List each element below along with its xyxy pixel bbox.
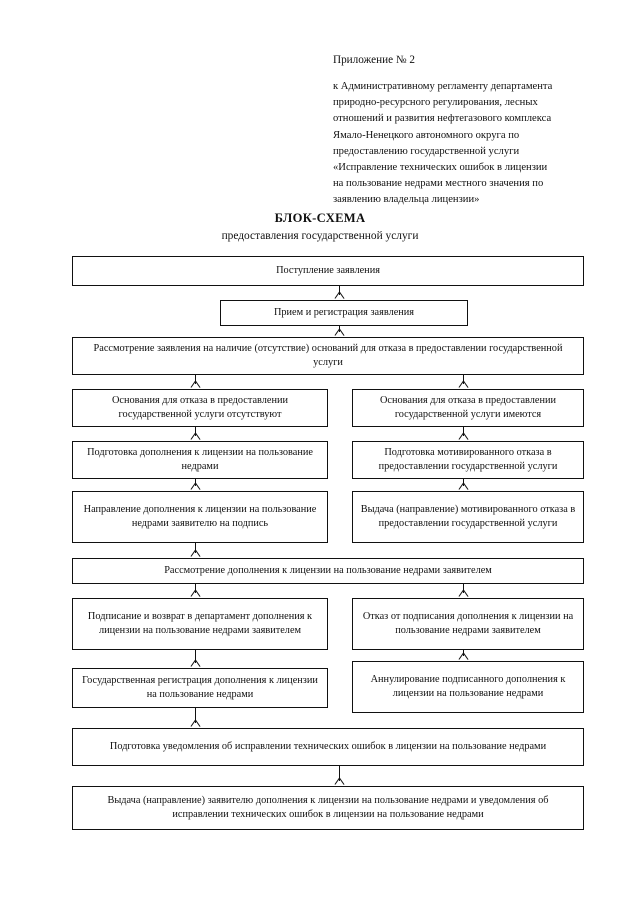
arrow-head bbox=[459, 433, 468, 440]
reference-line-5: предоставлению государственной услуги bbox=[333, 145, 520, 157]
flow-arrow-down-icon bbox=[458, 427, 469, 441]
flowchart-node-label: Прием и регистрация заявления bbox=[273, 307, 415, 319]
document-header: Приложение № 2 к Административному регла… bbox=[333, 52, 595, 208]
arrow-stem bbox=[195, 650, 197, 663]
flowchart-node-label: Подписание и возврат в департамент допол… bbox=[87, 611, 313, 636]
flow-arrow-down-icon bbox=[190, 479, 201, 491]
arrow-head bbox=[459, 483, 468, 490]
flow-arrow-down-icon bbox=[334, 326, 345, 337]
flow-arrow-down-icon bbox=[190, 708, 201, 728]
arrow-head bbox=[335, 329, 344, 336]
flow-arrow-down-icon bbox=[190, 427, 201, 441]
flow-arrow-down-icon bbox=[190, 375, 201, 389]
flow-arrow-down-icon bbox=[190, 584, 201, 598]
flowchart-node-label: Аннулирование подписанного дополнения к … bbox=[370, 674, 566, 699]
regulation-reference: к Административному регламенту департаме… bbox=[333, 79, 595, 208]
flowchart-node-label: Поступление заявления bbox=[276, 265, 380, 277]
flowchart-node-n4L: Основания для отказа в предоставлении го… bbox=[72, 389, 328, 427]
arrow-head bbox=[459, 381, 468, 388]
arrow-stem bbox=[195, 708, 197, 723]
arrow-head bbox=[191, 660, 200, 667]
arrow-head bbox=[335, 292, 344, 299]
flowchart-node-label: Направление дополнения к лицензии на пол… bbox=[83, 504, 317, 529]
flowchart-node-label: Государственная регистрация дополнения к… bbox=[82, 675, 318, 700]
flow-arrow-down-icon bbox=[190, 543, 201, 558]
arrow-head bbox=[191, 590, 200, 597]
flowchart-node-label: Выдача (направление) заявителю дополнени… bbox=[107, 795, 549, 820]
flowchart-node-n5L: Подготовка дополнения к лицензии на поль… bbox=[72, 441, 328, 479]
page-title: БЛОК-СХЕМА bbox=[274, 211, 366, 225]
flowchart-node-label: Подготовка дополнения к лицензии на поль… bbox=[87, 447, 313, 472]
arrow-head bbox=[191, 433, 200, 440]
reference-line-2: природно-ресурсного регулирования, лесны… bbox=[333, 97, 538, 109]
reference-line-1: к Административному регламенту департаме… bbox=[333, 81, 553, 93]
flowchart-node-label: Рассмотрение заявления на наличие (отсут… bbox=[93, 343, 563, 368]
arrow-head bbox=[191, 483, 200, 490]
flowchart-node-n6R: Выдача (направление) мотивированного отк… bbox=[352, 491, 584, 543]
arrow-head bbox=[191, 550, 200, 557]
flow-arrow-down-icon bbox=[458, 584, 469, 598]
arrow-head bbox=[335, 778, 344, 785]
arrow-head bbox=[191, 381, 200, 388]
title-block: БЛОК-СХЕМА предоставления государственно… bbox=[0, 210, 640, 245]
flow-arrow-down-icon bbox=[458, 650, 469, 661]
flowchart-node-n9R: Аннулирование подписанного дополнения к … bbox=[352, 661, 584, 713]
flowchart-node-label: Основания для отказа в предоставлении го… bbox=[379, 395, 557, 420]
flowchart-node-n1: Поступление заявления bbox=[72, 256, 584, 286]
arrow-head bbox=[459, 590, 468, 597]
flow-arrow-down-icon bbox=[334, 766, 345, 786]
flow-arrow-down-icon bbox=[458, 375, 469, 389]
flowchart-node-label: Подготовка уведомления об исправлении те… bbox=[109, 741, 547, 753]
flowchart-node-n11: Выдача (направление) заявителю дополнени… bbox=[72, 786, 584, 830]
arrow-head bbox=[459, 653, 468, 660]
flowchart-node-label: Основания для отказа в предоставлении го… bbox=[111, 395, 289, 420]
flow-arrow-down-icon bbox=[334, 286, 345, 300]
arrow-stem bbox=[339, 766, 341, 781]
flowchart-node-n4R: Основания для отказа в предоставлении го… bbox=[352, 389, 584, 427]
reference-line-4: Ямало-Ненецкого автономного округа по bbox=[333, 129, 520, 141]
arrow-head bbox=[191, 720, 200, 727]
flowchart-node-n2: Прием и регистрация заявления bbox=[220, 300, 468, 326]
reference-line-6: «Исправление технических ошибок в лиценз… bbox=[333, 161, 548, 173]
flowchart-node-n8L: Подписание и возврат в департамент допол… bbox=[72, 598, 328, 650]
flowchart-node-n7: Рассмотрение дополнения к лицензии на по… bbox=[72, 558, 584, 584]
flow-arrow-down-icon bbox=[458, 479, 469, 491]
reference-line-3: отношений и развития нефтегазового компл… bbox=[333, 113, 552, 125]
flow-arrow-down-icon bbox=[190, 650, 201, 668]
flowchart-node-n5R: Подготовка мотивированного отказа в пред… bbox=[352, 441, 584, 479]
page-subtitle: предоставления государственной услуги bbox=[221, 230, 419, 242]
flowchart-node-n3: Рассмотрение заявления на наличие (отсут… bbox=[72, 337, 584, 375]
flowchart-node-label: Отказ от подписания дополнения к лицензи… bbox=[362, 611, 574, 636]
reference-line-7: на пользование недрами местного значения… bbox=[333, 177, 544, 189]
flowchart-node-label: Выдача (направление) мотивированного отк… bbox=[360, 504, 576, 529]
appendix-number: Приложение № 2 bbox=[333, 54, 415, 66]
reference-line-8: заявлению владельца лицензии» bbox=[333, 193, 480, 205]
flowchart-node-n6L: Направление дополнения к лицензии на пол… bbox=[72, 491, 328, 543]
flowchart-node-n8R: Отказ от подписания дополнения к лицензи… bbox=[352, 598, 584, 650]
flowchart-node-label: Рассмотрение дополнения к лицензии на по… bbox=[164, 565, 492, 577]
flowchart-node-n10: Подготовка уведомления об исправлении те… bbox=[72, 728, 584, 766]
flowchart-node-n9L: Государственная регистрация дополнения к… bbox=[72, 668, 328, 708]
arrow-stem bbox=[195, 543, 197, 553]
flowchart-node-label: Подготовка мотивированного отказа в пред… bbox=[378, 447, 558, 472]
